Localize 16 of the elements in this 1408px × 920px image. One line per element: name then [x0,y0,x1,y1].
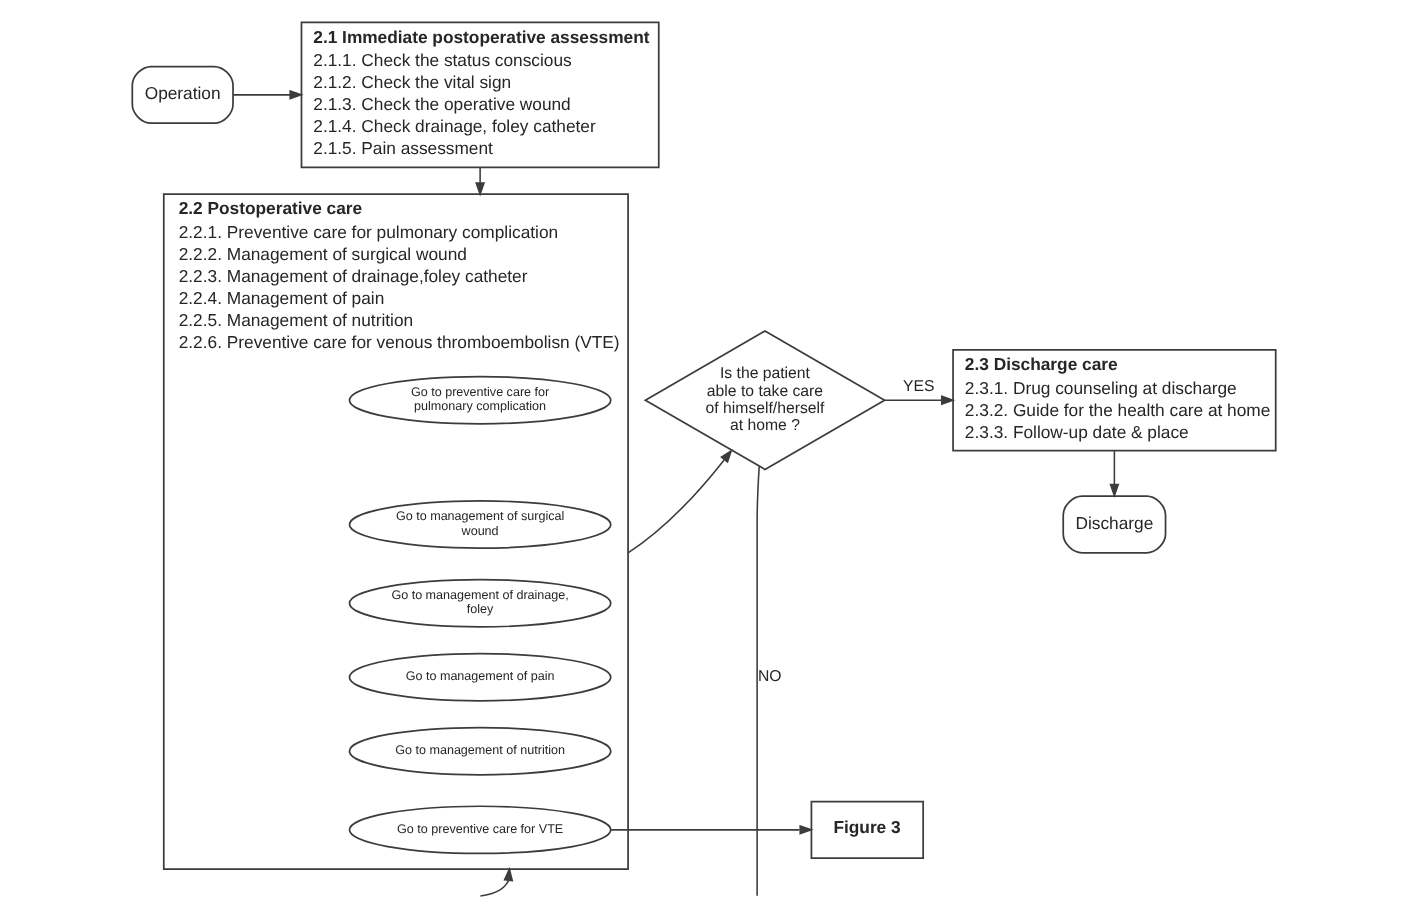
arrow [479,866,514,897]
arrow [883,395,956,406]
node-box: 2.1 Immediate postoperative assessment 2.1.1. Check the status conscious 2.1.2. Check the vital sign 2.1.3. Check the operative wound 2.1.4. Check drainage, foley catheter 2.1.5. Pain assessment [300,21,660,169]
node-box: 2.3 Discharge care 2.3.1. Drug counseling at discharge 2.3.2. Guide for the health care at home 2.3.3. Follow-up date & place [952,348,1277,452]
arrow [475,166,486,197]
arrow [610,824,814,835]
node-box: Figure 3 [810,800,925,860]
edge-label: YES [903,376,935,395]
arrow [627,448,733,554]
node-box: Discharge [1062,495,1167,554]
connector [756,465,760,897]
node-box: Operation [131,65,234,125]
node-diamond: Is the patient able to take care of himself/herself at home ? [643,329,887,471]
arrow [232,89,304,100]
edge-label: NO [757,667,782,686]
arrow [1109,450,1120,498]
